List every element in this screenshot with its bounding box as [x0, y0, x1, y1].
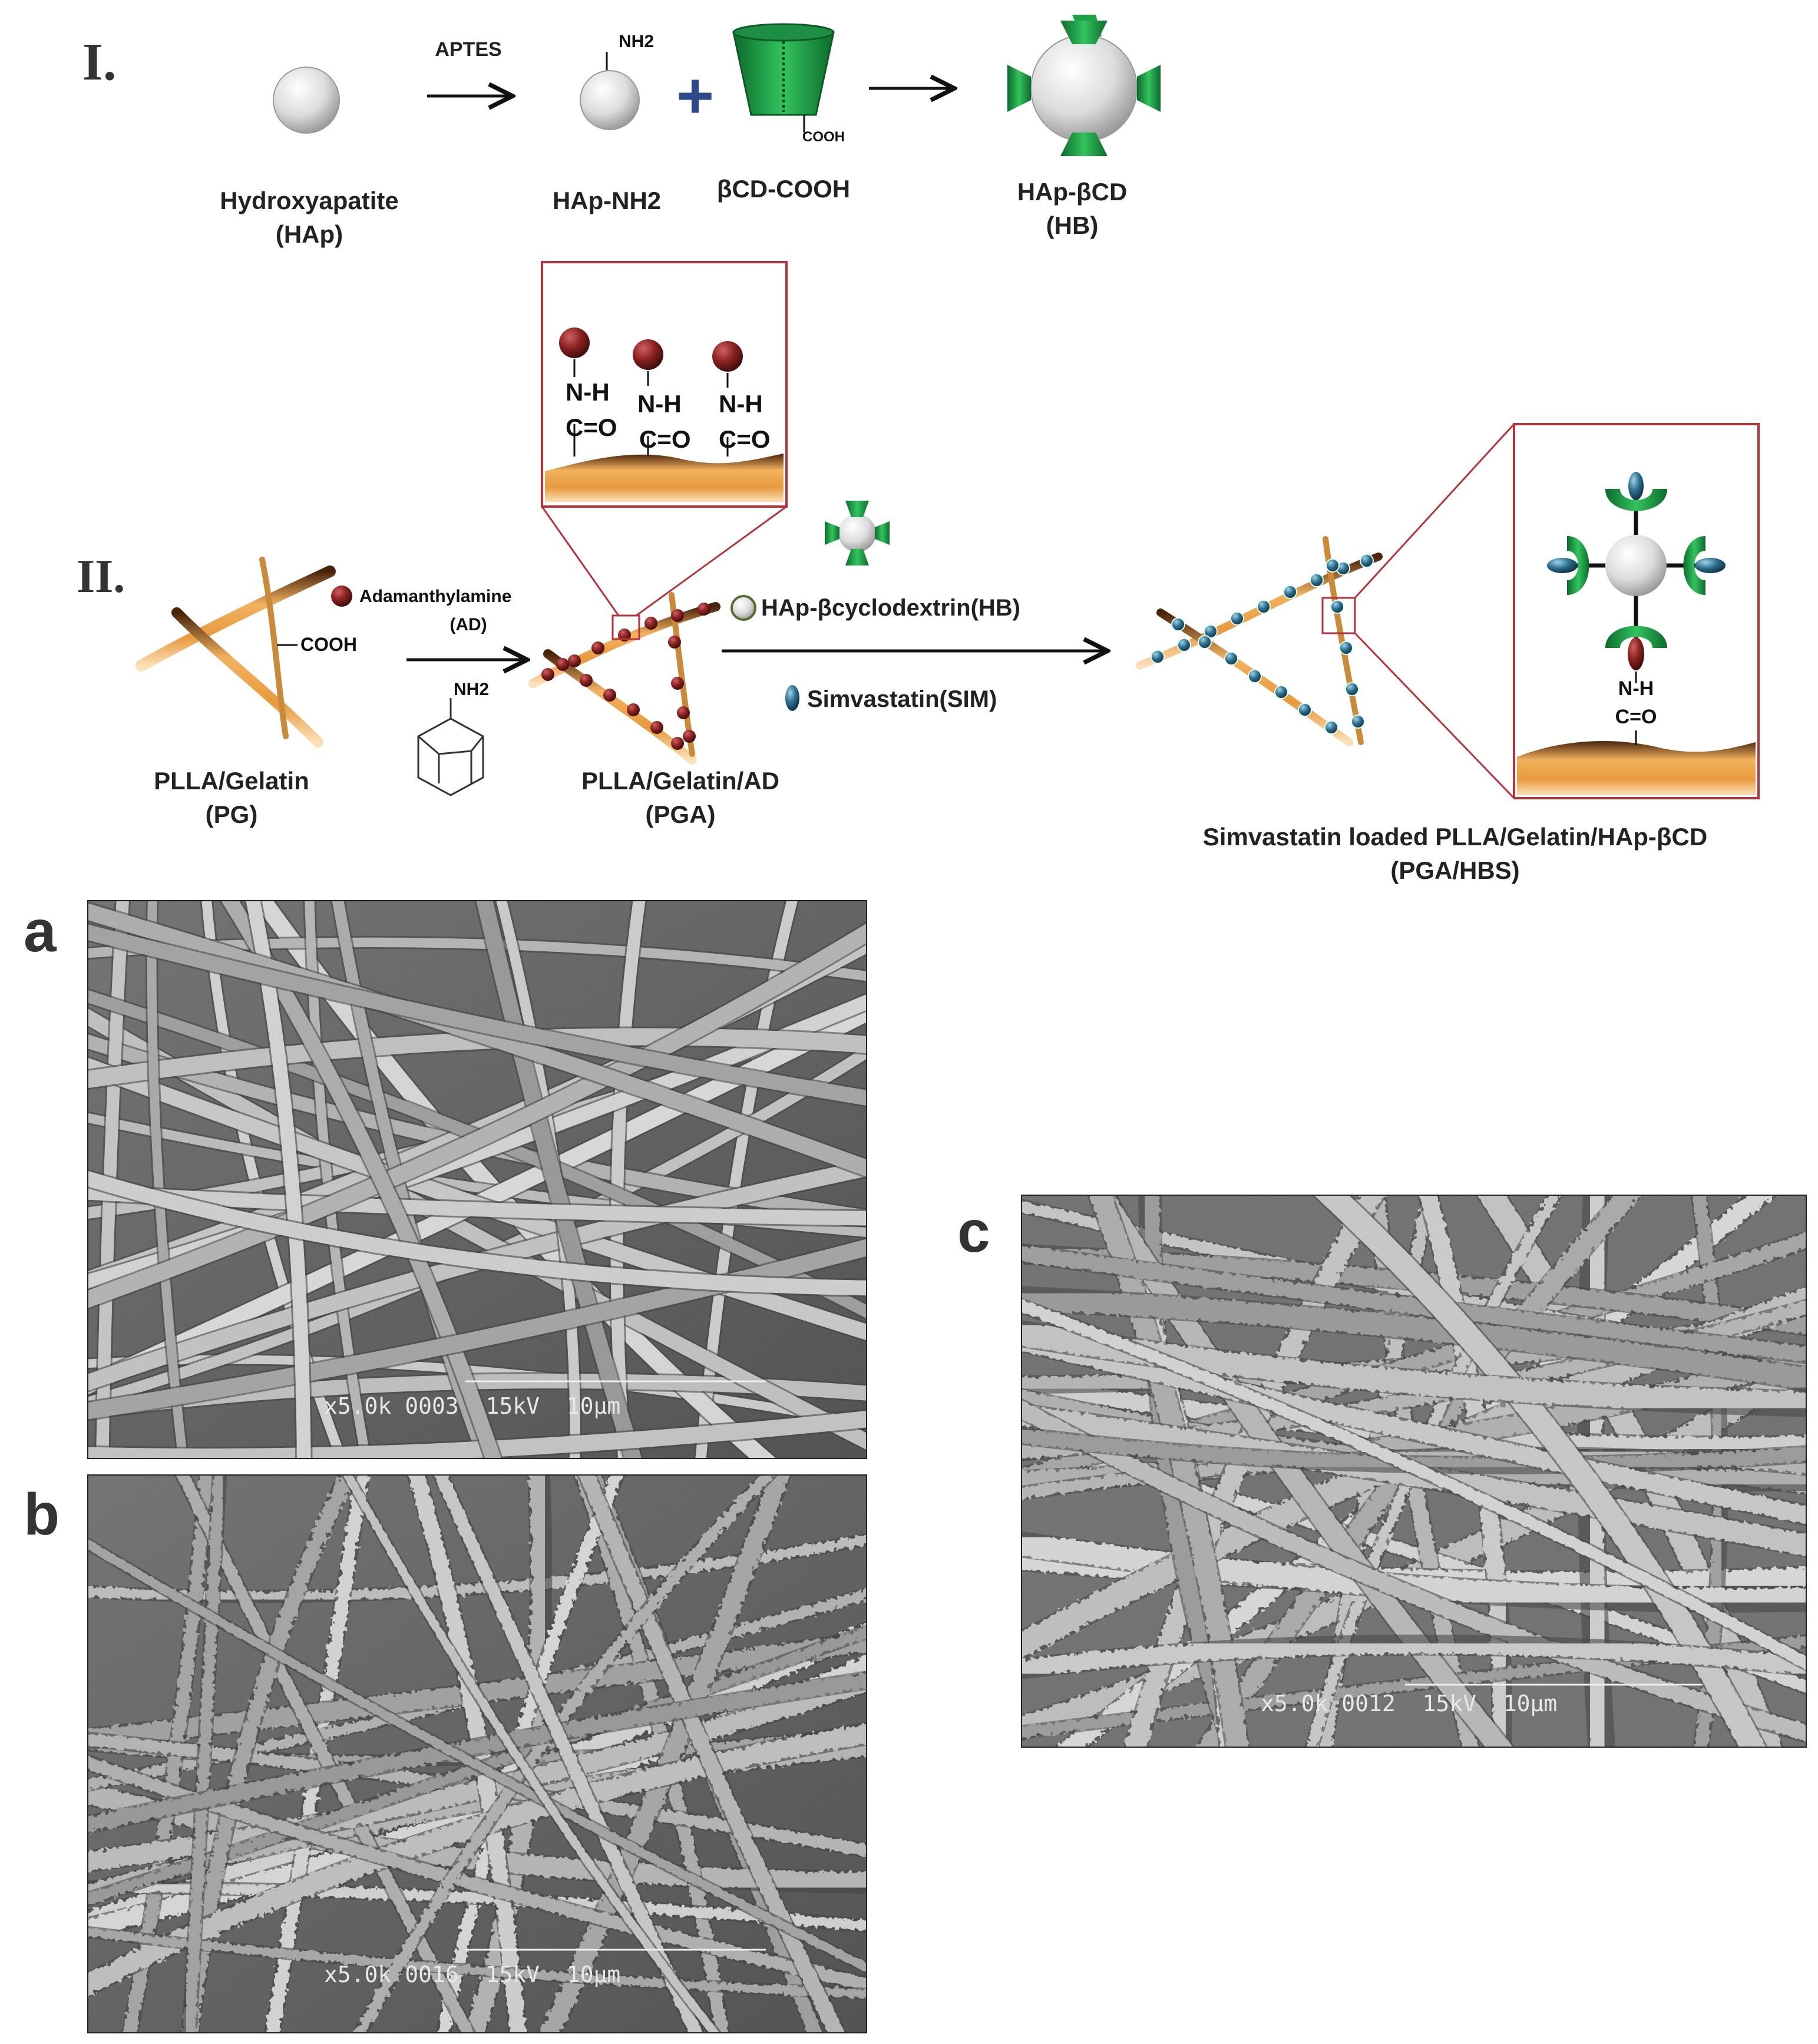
final-abbr: (PGA/HBS) — [1390, 856, 1519, 884]
pga-label: PLLA/Gelatin/AD — [581, 767, 779, 795]
pg-abbr: (PG) — [206, 801, 258, 828]
hap-nh2-sphere — [580, 52, 640, 130]
hb-legend-label: HAp-βcyclodextrin(HB) — [761, 595, 1020, 621]
sim-bead — [1171, 617, 1185, 631]
hbs-inset — [1513, 423, 1760, 799]
ad-bead — [671, 609, 684, 622]
sim-bead — [1324, 720, 1338, 735]
sim-bead — [1339, 641, 1353, 655]
beta-cd-group: COOH — [802, 129, 845, 145]
panel-c-caption: x5.0k 0012 15kV 10μm — [1261, 1691, 1557, 1716]
sim-bead — [1298, 703, 1312, 717]
hb-small-icon — [825, 501, 890, 565]
adamantane-structure-icon — [417, 698, 484, 796]
ad-bead — [698, 603, 710, 616]
inset-ad-1 — [559, 328, 590, 457]
sem-panel-a — [87, 900, 867, 1459]
hap-nh2-label: HAp-NH2 — [553, 187, 661, 214]
hbs-zoom-box — [1321, 597, 1356, 634]
panel-a-caption: x5.0k 0003 15kV 10μm — [324, 1393, 620, 1419]
ad-bead — [580, 674, 593, 687]
inset-ad-3 — [712, 341, 743, 457]
sim-bead — [1274, 685, 1288, 699]
inset-co-1: C=O — [566, 414, 617, 441]
product-label: HAp-βCD — [1017, 178, 1128, 206]
hap-nh2-group: NH2 — [619, 32, 654, 51]
sim-bead — [1177, 638, 1191, 652]
panel-a-letter: a — [24, 898, 57, 964]
pg-fibers — [135, 557, 336, 748]
ad-bead — [671, 677, 684, 690]
ad-bead — [650, 721, 663, 734]
ad-bead — [644, 617, 657, 630]
sim-bead — [1330, 600, 1344, 614]
panel-c-letter: c — [957, 1199, 990, 1265]
ad-bead — [603, 689, 616, 702]
inset-nh-3: N-H — [719, 390, 763, 418]
sim-bead — [1360, 554, 1374, 568]
ad-bead — [677, 706, 690, 719]
inset-ad-2 — [633, 339, 663, 457]
sem-panel-b — [87, 1474, 867, 2033]
pga-zoom-box — [611, 614, 640, 640]
ad-ball-icon — [331, 586, 352, 607]
sim-bead — [1351, 715, 1365, 729]
hbs-inset-co: C=O — [1615, 706, 1657, 728]
inset-co-3: C=O — [719, 425, 771, 453]
ad-bead — [671, 737, 684, 750]
beta-cd-cone — [732, 23, 835, 133]
plus-sign: + — [676, 59, 714, 132]
product-abbr: (HB) — [1046, 211, 1099, 239]
hbs-inset-nh: N-H — [1618, 677, 1654, 700]
sim-legend-icon — [785, 685, 799, 711]
ad-bead — [683, 730, 696, 743]
sim-bead — [1230, 611, 1244, 626]
ad-bead — [541, 668, 554, 681]
ad-label: Adamanthylamine — [359, 587, 511, 606]
pga-hbs-beads — [1151, 554, 1374, 735]
pga-inset — [541, 261, 788, 508]
ad-bead — [668, 636, 681, 649]
hap-sphere — [273, 67, 340, 134]
inset-co-2: C=O — [639, 425, 691, 453]
hap-bcd-product — [1007, 15, 1161, 156]
section-i-numeral: I. — [82, 33, 117, 91]
ad-abbr: (AD) — [449, 615, 487, 634]
ad-bead — [591, 641, 604, 654]
beta-cd-label: βCD-COOH — [717, 175, 850, 203]
inset-nh-1: N-H — [566, 378, 610, 406]
sim-legend-label: Simvastatin(SIM) — [807, 686, 997, 712]
sim-bead — [1204, 624, 1218, 639]
panel-b-letter: b — [24, 1481, 60, 1547]
sim-bead — [1310, 573, 1324, 587]
sim-bead — [1345, 682, 1359, 696]
inset-nh-2: N-H — [637, 390, 682, 418]
final-label: Simvastatin loaded PLLA/Gelatin/HAp-βCD — [1203, 823, 1707, 851]
pg-label: PLLA/Gelatin — [154, 767, 309, 795]
pg-group: COOH — [300, 634, 357, 655]
sim-bead — [1326, 558, 1340, 573]
sim-bead — [1283, 585, 1297, 599]
ad-bead — [627, 703, 640, 716]
sim-bead — [1257, 600, 1271, 614]
sem-panel-c — [1021, 1195, 1807, 1748]
pga-ad-beads — [541, 603, 710, 750]
ad-group: NH2 — [454, 680, 489, 699]
ad-bead — [568, 654, 581, 667]
section-ii-numeral: II. — [77, 551, 125, 603]
hap-abbr: (HAp) — [276, 220, 343, 248]
pga-abbr: (PGA) — [646, 801, 716, 828]
sim-bead — [1151, 650, 1165, 664]
hap-label: Hydroxyapatite — [220, 187, 398, 214]
panel-b-caption: x5.0k 0016 15kV 10μm — [324, 1962, 620, 1987]
sim-bead — [1224, 651, 1238, 666]
hb-legend-icon — [730, 595, 756, 621]
sim-bead — [1248, 669, 1262, 683]
ad-bead — [556, 658, 569, 671]
sim-bead — [1198, 635, 1212, 649]
aptes-label: APTES — [435, 38, 501, 61]
